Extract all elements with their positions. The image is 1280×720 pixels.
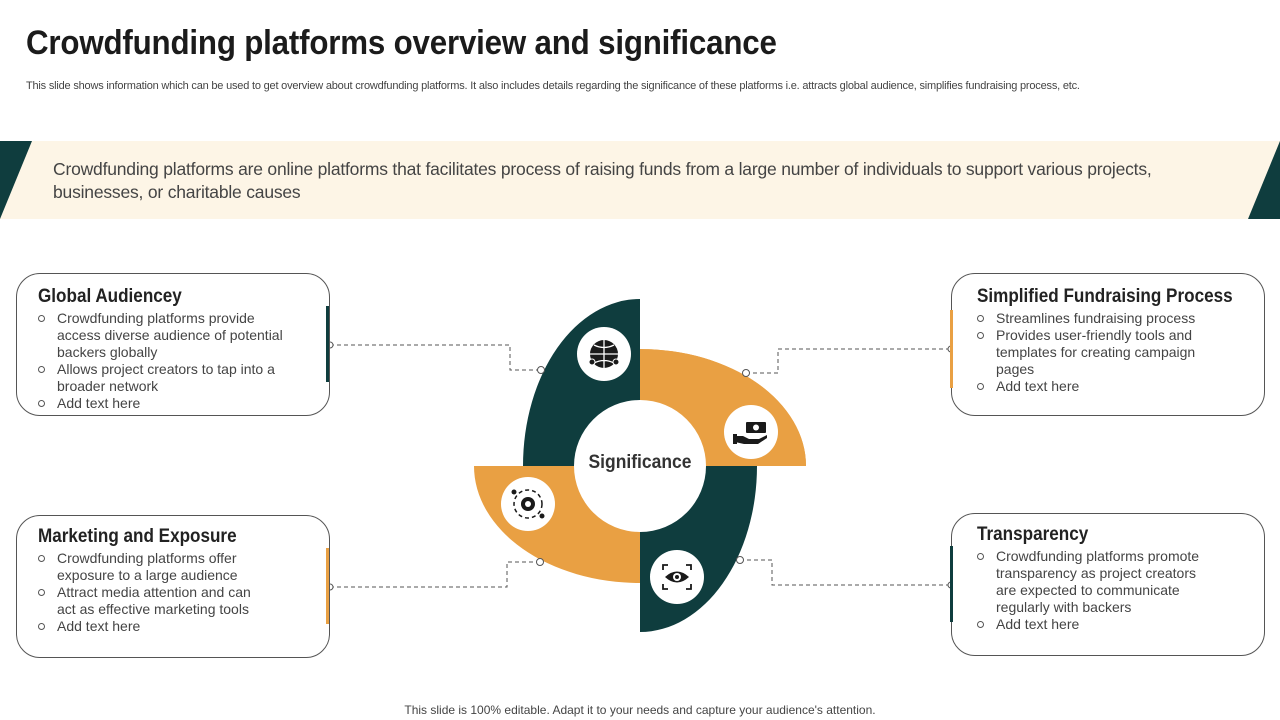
banner-text: Crowdfunding platforms are online platfo…	[53, 159, 1152, 202]
bullet-list: Crowdfunding platforms offer exposure to…	[38, 550, 268, 635]
hand-money-icon	[724, 405, 778, 459]
page-subtitle: This slide shows information which can b…	[26, 80, 1080, 92]
definition-banner	[0, 141, 1280, 219]
card-title: Simplified Fundraising Process	[977, 286, 1233, 307]
center-label: Significance	[588, 452, 692, 473]
list-item: Add text here	[977, 378, 1207, 395]
card-accent-bar	[950, 546, 953, 622]
center-circle	[574, 400, 706, 532]
card-global-audience: Global Audiencey Crowdfunding platforms …	[16, 273, 330, 416]
card-title: Transparency	[977, 524, 1089, 545]
card-marketing-exposure: Marketing and Exposure Crowdfunding plat…	[16, 515, 330, 658]
footer-note: This slide is 100% editable. Adapt it to…	[404, 703, 876, 717]
page-title: Crowdfunding platforms overview and sign…	[26, 24, 777, 62]
eye-scan-icon	[650, 550, 704, 604]
card-accent-bar	[950, 310, 953, 388]
list-item: Crowdfunding platforms offer exposure to…	[38, 550, 268, 584]
list-item: Allows project creators to tap into a br…	[38, 361, 298, 395]
connector-simplified	[746, 348, 951, 374]
globe-people-icon	[577, 327, 631, 381]
list-item: Add text here	[38, 618, 268, 635]
list-item: Attract media attention and can act as e…	[38, 584, 268, 618]
connector-lines	[330, 344, 951, 588]
card-accent-bar	[326, 548, 329, 624]
connector-marketing	[330, 561, 540, 588]
connector-global	[330, 344, 541, 371]
list-item: Crowdfunding platforms promote transpare…	[977, 548, 1207, 616]
list-item: Add text here	[977, 616, 1207, 633]
card-accent-bar	[326, 306, 329, 382]
list-item: Crowdfunding platforms provide access di…	[38, 310, 298, 361]
card-title: Marketing and Exposure	[38, 526, 237, 547]
list-item: Add text here	[38, 395, 298, 412]
marketing-gear-icon	[501, 477, 555, 531]
card-transparency: Transparency Crowdfunding platforms prom…	[951, 513, 1265, 656]
bullet-list: Crowdfunding platforms promote transpare…	[977, 548, 1207, 633]
bullet-list: Streamlines fundraising process Provides…	[977, 310, 1207, 395]
bullet-list: Crowdfunding platforms provide access di…	[38, 310, 298, 412]
list-item: Provides user-friendly tools and templat…	[977, 327, 1207, 378]
card-title: Global Audiencey	[38, 286, 182, 307]
card-simplified-fundraising: Simplified Fundraising Process Streamlin…	[951, 273, 1265, 416]
connector-transparency	[740, 559, 951, 586]
list-item: Streamlines fundraising process	[977, 310, 1207, 327]
